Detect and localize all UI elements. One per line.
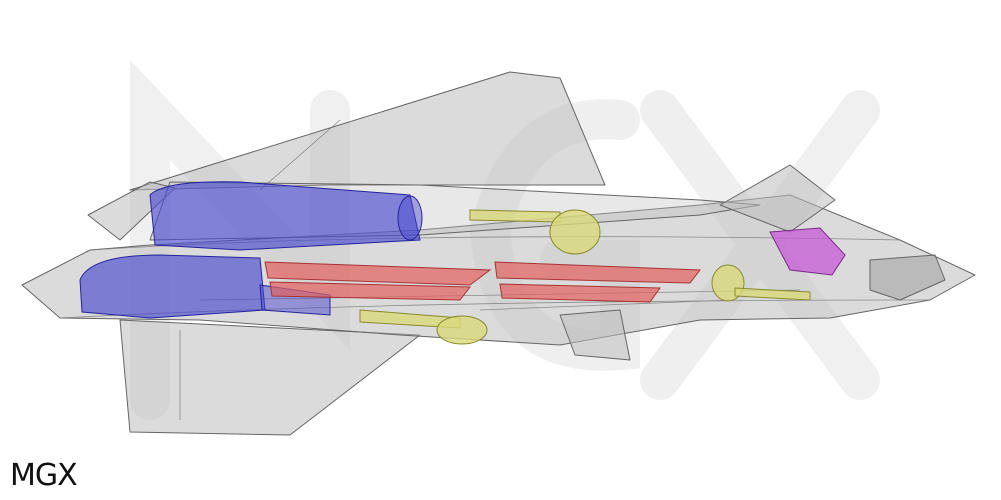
main-gear-upper [469,209,601,255]
weapons-bay-rear [264,261,492,301]
ventral-fin [559,309,631,361]
canopy [869,254,946,301]
canard [719,164,836,233]
mgx-logo: MGX [10,458,78,493]
lower-wing [119,319,421,436]
cockpit-equipment [769,227,846,276]
nose-gear [711,264,811,302]
weapons-bay-front [494,261,701,303]
engine-upper [149,181,423,251]
upper-wing [129,71,606,191]
main-gear-lower [359,309,488,345]
